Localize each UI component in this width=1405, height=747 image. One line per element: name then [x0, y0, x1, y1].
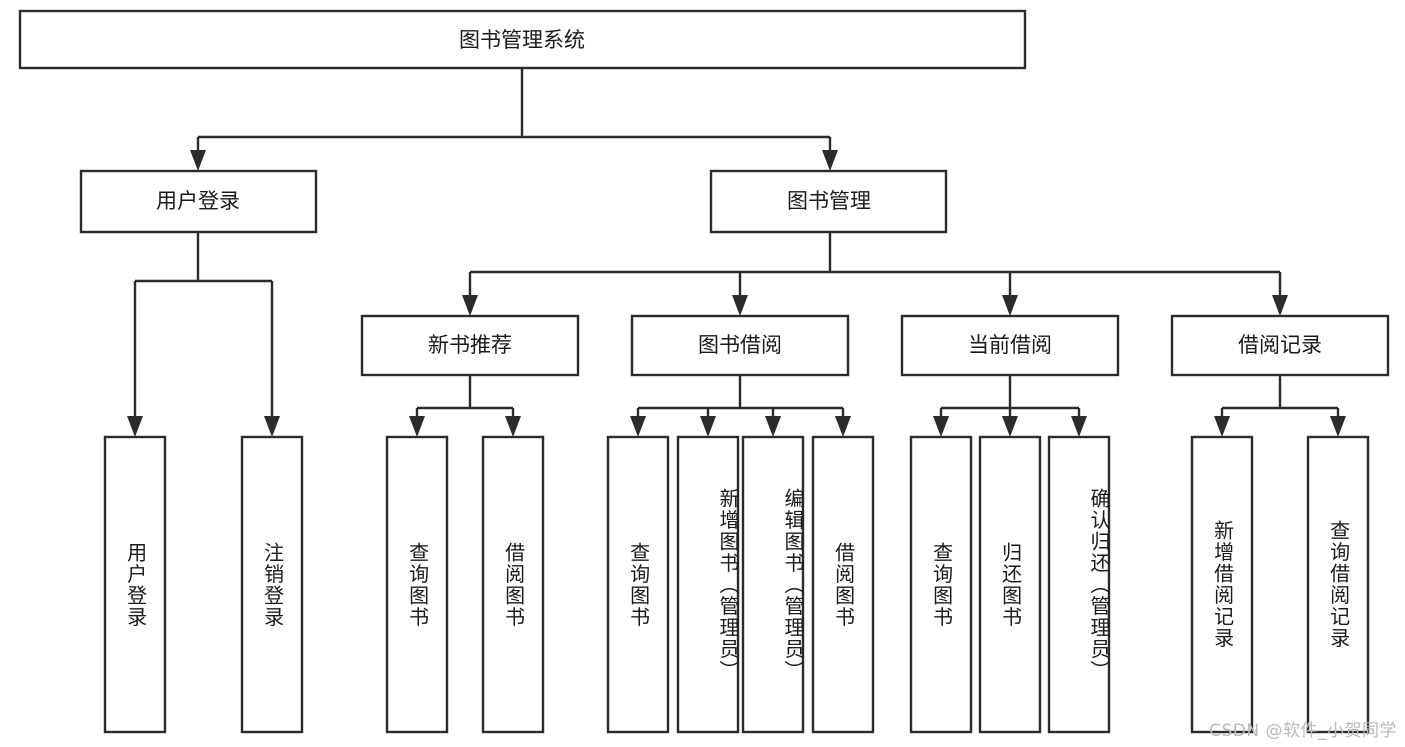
- node-user-login-label: 用户登录: [156, 189, 240, 213]
- arrow-to-leaf-borrow-book-2: [835, 416, 851, 437]
- edges: [127, 68, 1346, 437]
- node-borrow-record-box[interactable]: [1170, 314, 1390, 377]
- node-book-borrow-label: 图书借阅: [698, 333, 782, 357]
- leaf-logout-box[interactable]: [240, 435, 304, 734]
- arrow-to-book-borrow: [732, 295, 748, 316]
- node-borrow-record-label: 借阅记录: [1238, 333, 1322, 357]
- node-new-book-recommend-box[interactable]: [360, 314, 580, 377]
- node-root-label: 图书管理系统: [459, 28, 585, 52]
- node-root[interactable]: 图书管理系统: [18, 9, 1027, 70]
- leaf-confirm-return-box[interactable]: [1047, 435, 1111, 734]
- leaf-user-login-box[interactable]: [103, 435, 167, 734]
- arrow-to-leaf-logout: [264, 416, 280, 437]
- node-book-borrow[interactable]: 图书借阅: [630, 314, 850, 377]
- leaf-edit-book-box[interactable]: [741, 435, 805, 734]
- arrow-to-leaf-query-book-1: [409, 416, 425, 437]
- leaf-query-record-box[interactable]: [1306, 435, 1370, 734]
- node-current-borrow[interactable]: 当前借阅: [900, 314, 1120, 377]
- leaf-query-book-2-box[interactable]: [606, 435, 670, 734]
- node-book-manage-label: 图书管理: [787, 189, 871, 213]
- node-new-book-recommend[interactable]: 新书推荐: [360, 314, 580, 377]
- node-current-borrow-label: 当前借阅: [968, 333, 1052, 357]
- arrow-to-leaf-query-book-3: [933, 416, 949, 437]
- node-new-book-recommend-label: 新书推荐: [428, 333, 512, 357]
- arrow-to-leaf-return-book: [1002, 416, 1018, 437]
- arrow-to-borrow-record: [1272, 295, 1288, 316]
- node-user-login-box[interactable]: [79, 169, 318, 234]
- arrow-to-leaf-confirm-return: [1071, 416, 1087, 437]
- arrow-to-book-manage: [822, 150, 838, 171]
- node-current-borrow-box[interactable]: [900, 314, 1120, 377]
- node-root-box[interactable]: [18, 9, 1027, 70]
- arrow-to-leaf-borrow-book-1: [505, 416, 521, 437]
- watermark-text: CSDN @软件_小贺同学: [1209, 721, 1397, 741]
- node-borrow-record[interactable]: 借阅记录: [1170, 314, 1390, 377]
- arrow-to-user-login: [190, 150, 206, 171]
- node-book-manage-box[interactable]: [709, 169, 948, 234]
- node-book-manage[interactable]: 图书管理: [709, 169, 948, 234]
- leaf-boxes: [103, 435, 1370, 734]
- arrow-to-leaf-add-book: [700, 416, 716, 437]
- node-book-borrow-box[interactable]: [630, 314, 850, 377]
- arrow-to-new-book-recommend: [462, 295, 478, 316]
- leaf-query-book-1-box[interactable]: [385, 435, 449, 734]
- arrow-to-leaf-add-record: [1214, 416, 1230, 437]
- leaf-borrow-book-1-box[interactable]: [481, 435, 545, 734]
- leaf-add-book-box[interactable]: [676, 435, 740, 734]
- arrow-to-current-borrow: [1002, 295, 1018, 316]
- leaf-query-book-3-box[interactable]: [909, 435, 973, 734]
- node-user-login[interactable]: 用户登录: [79, 169, 318, 234]
- arrow-to-leaf-user-login: [127, 416, 143, 437]
- leaf-borrow-book-2-box[interactable]: [811, 435, 875, 734]
- leaf-add-record-box[interactable]: [1190, 435, 1254, 734]
- arrow-to-leaf-query-book-2: [630, 416, 646, 437]
- arrow-to-leaf-edit-book: [765, 416, 781, 437]
- arrow-to-leaf-query-record: [1330, 416, 1346, 437]
- leaf-return-book-box[interactable]: [978, 435, 1042, 734]
